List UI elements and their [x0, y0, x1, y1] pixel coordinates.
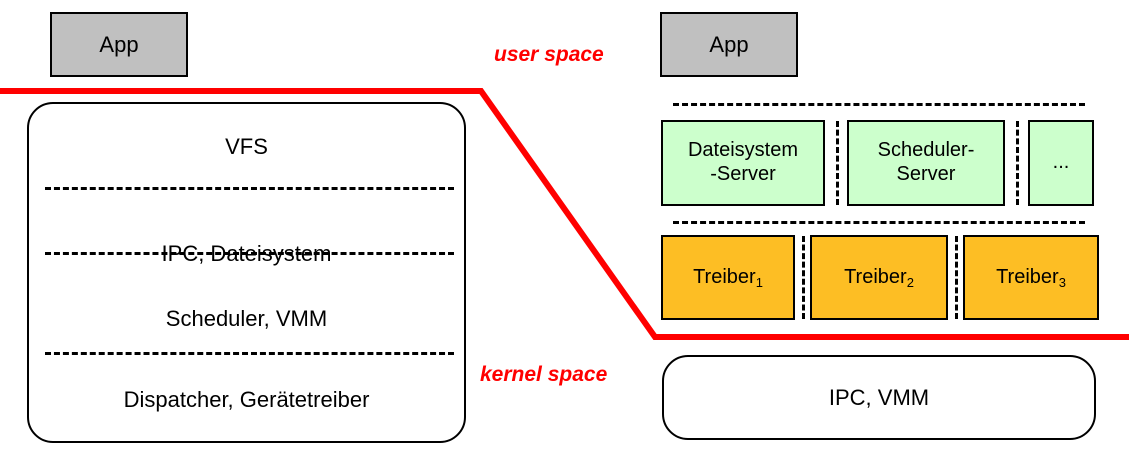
server-box-scheduler-label: Scheduler- Server	[878, 139, 975, 186]
server-box-dateisystem-label: Dateisystem -Server	[688, 139, 798, 186]
micro-separator-drivers-1	[802, 236, 805, 319]
left-app-label: App	[99, 31, 139, 57]
right-app-box: App	[660, 12, 798, 77]
micro-separator-servers-2	[1016, 121, 1019, 205]
driver-box-1: Treiber1	[661, 235, 795, 320]
micro-separator-drivers-2	[955, 236, 958, 319]
micro-separator-above-servers	[673, 103, 1085, 106]
kernel-space-label: kernel space	[480, 363, 607, 387]
server-box-ellipsis-label: ...	[1052, 151, 1070, 174]
mono-layer-dispatcher-geraetetreiber-text: Dispatcher, Gerätetreiber	[123, 387, 370, 412]
microkernel-box: IPC, VMM	[662, 355, 1096, 440]
mono-layer-vfs-text: VFS	[225, 134, 268, 159]
driver-3-name: Treiber	[996, 266, 1059, 288]
micro-separator-servers-1	[836, 121, 839, 205]
user-space-label: user space	[494, 43, 604, 67]
server-label-line1: Scheduler-	[877, 139, 975, 162]
driver-box-2-label: Treiber2	[844, 266, 914, 290]
driver-box-2: Treiber2	[810, 235, 948, 320]
mono-layer-scheduler-vmm: Scheduler, VMM	[27, 306, 466, 332]
driver-1-name: Treiber	[693, 266, 756, 288]
mono-layer-scheduler-vmm-text: Scheduler, VMM	[165, 306, 328, 331]
server-label-line2: Server	[896, 163, 956, 185]
mono-layer-dispatcher-geraetetreiber: Dispatcher, Gerätetreiber	[27, 387, 466, 413]
left-app-box: App	[50, 12, 188, 77]
server-box-scheduler: Scheduler- Server	[847, 120, 1005, 206]
driver-box-3: Treiber3	[963, 235, 1099, 320]
driver-3-index: 3	[1058, 275, 1066, 290]
mono-separator-3	[45, 352, 454, 355]
microkernel-label: IPC, VMM	[828, 384, 930, 410]
server-box-dateisystem: Dateisystem -Server	[661, 120, 825, 206]
right-app-label: App	[709, 31, 749, 57]
server-box-ellipsis: ...	[1028, 120, 1094, 206]
driver-2-index: 2	[906, 275, 914, 290]
user-space-text: user space	[494, 43, 604, 66]
driver-2-name: Treiber	[844, 266, 907, 288]
server-label-line2: -Server	[710, 163, 776, 185]
mono-layer-vfs: VFS	[27, 134, 466, 160]
driver-1-index: 1	[755, 275, 763, 290]
mono-separator-1	[45, 187, 454, 190]
driver-box-3-label: Treiber3	[996, 266, 1066, 290]
micro-separator-below-servers	[673, 221, 1085, 224]
driver-box-1-label: Treiber1	[693, 266, 763, 290]
mono-separator-2	[45, 252, 454, 255]
kernel-space-text: kernel space	[480, 363, 608, 386]
server-label-line1: Dateisystem	[687, 139, 799, 162]
